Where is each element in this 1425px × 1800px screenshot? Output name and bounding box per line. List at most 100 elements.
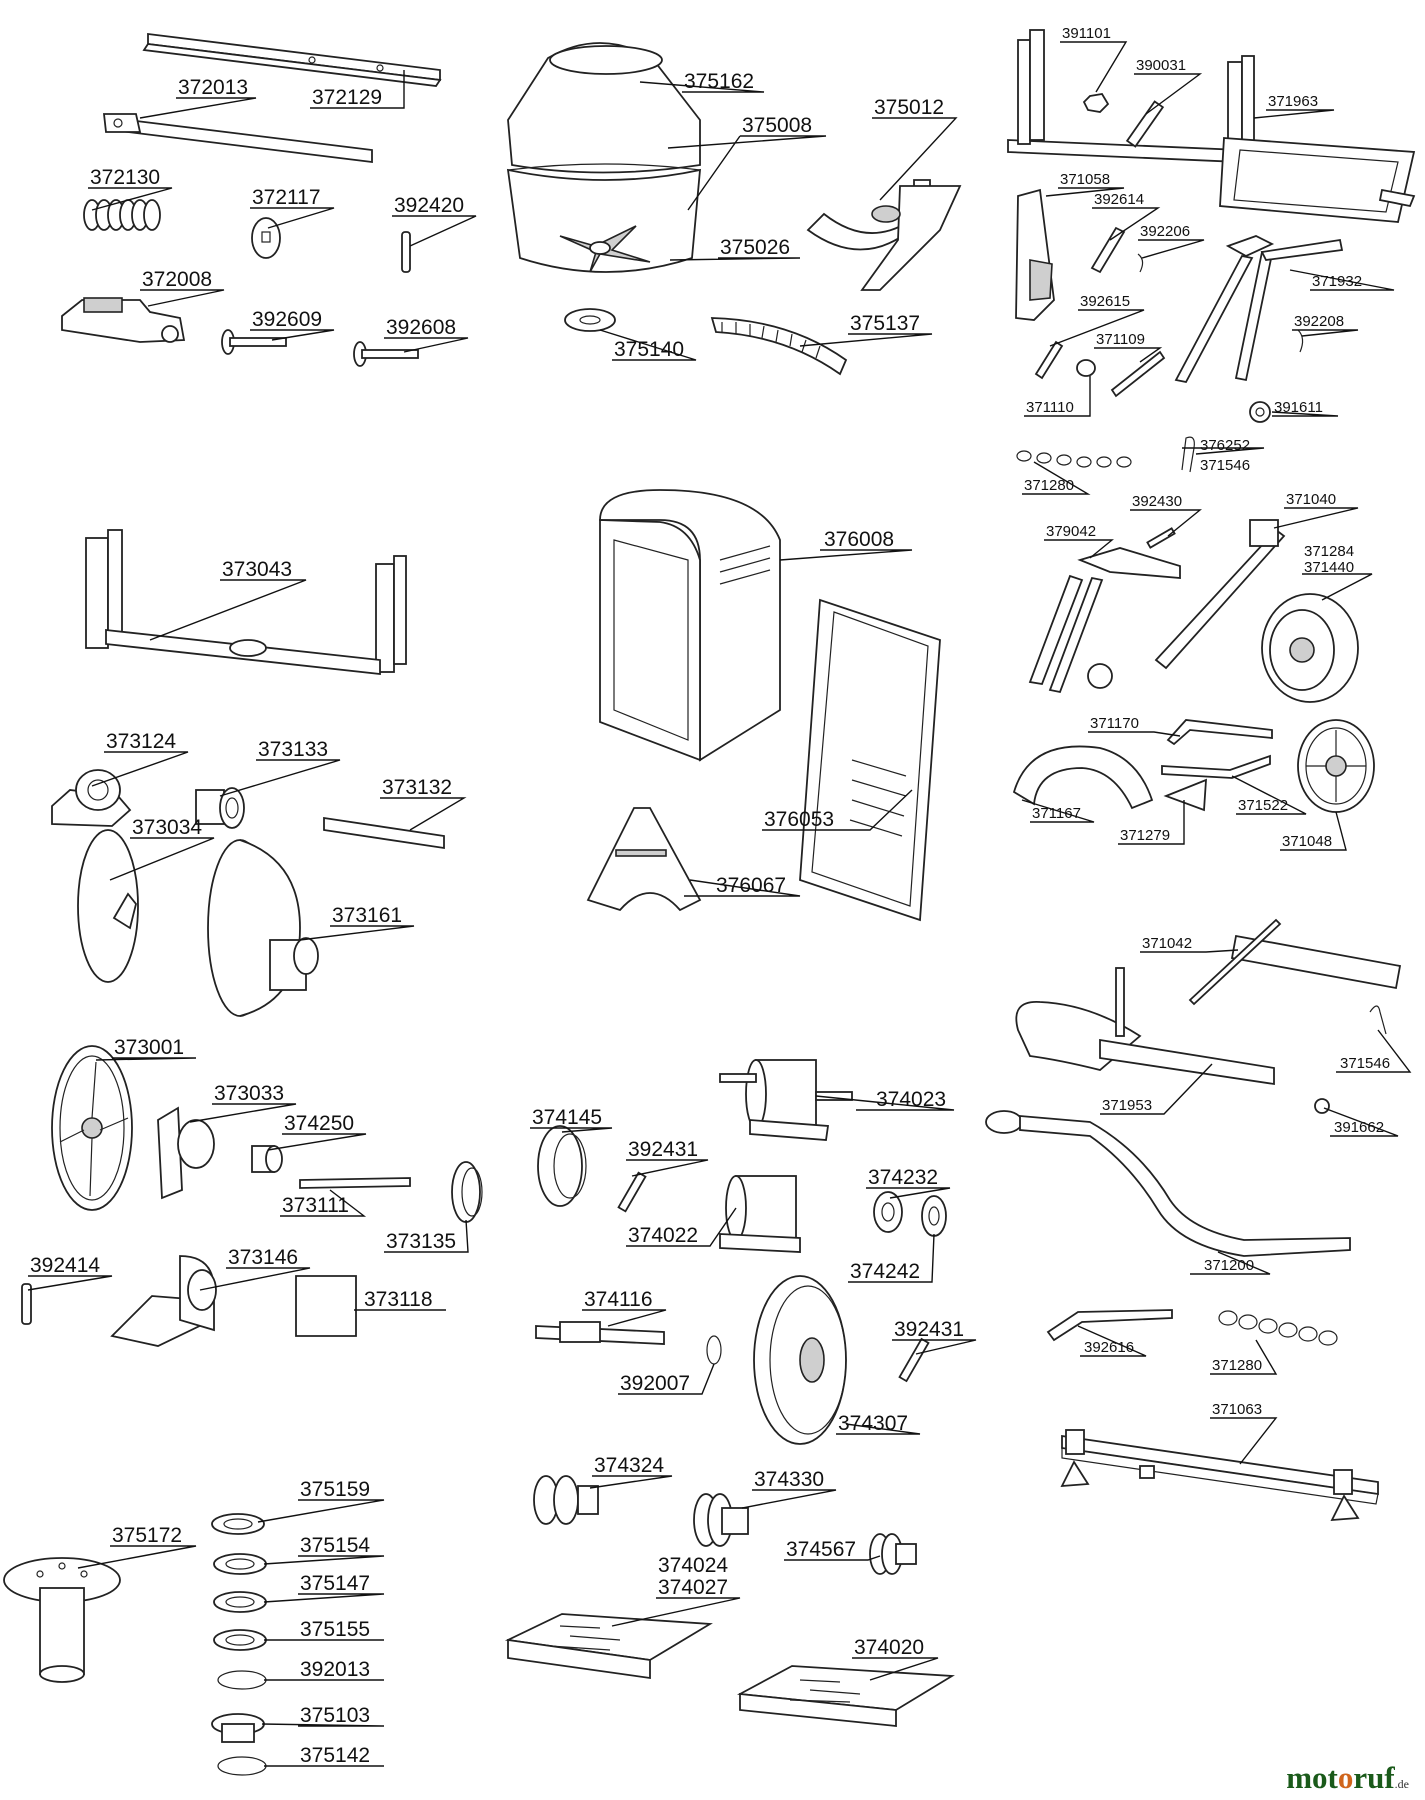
label-374024: 374024 xyxy=(658,1554,728,1577)
circlip-375142 xyxy=(217,1756,267,1776)
label-375026: 375026 xyxy=(720,236,790,259)
shaft-373132 xyxy=(323,816,445,850)
label-374027: 374027 xyxy=(658,1576,728,1599)
label-374145: 374145 xyxy=(532,1106,602,1129)
plate-374020 xyxy=(736,1665,955,1727)
leg-371058 xyxy=(1015,188,1055,321)
label-374307: 374307 xyxy=(838,1412,908,1435)
flange-375140 xyxy=(564,308,616,332)
label-373133: 373133 xyxy=(258,738,328,761)
plate-374024 xyxy=(504,1613,713,1680)
label-392206: 392206 xyxy=(1140,223,1190,240)
label-392013: 392013 xyxy=(300,1658,370,1681)
label-392616: 392616 xyxy=(1084,1339,1134,1356)
label-371040: 371040 xyxy=(1286,491,1336,508)
label-374020: 374020 xyxy=(854,1636,924,1659)
part-labels: 372013 372129 372130 372117 392420 37200… xyxy=(30,25,1390,1767)
pin-392615 xyxy=(1034,340,1064,380)
label-374567: 374567 xyxy=(786,1538,856,1561)
label-373135: 373135 xyxy=(386,1230,456,1253)
label-375154: 375154 xyxy=(300,1534,370,1557)
label-371109: 371109 xyxy=(1096,331,1145,348)
bracket-371522 xyxy=(1161,754,1271,779)
drawbar-upper xyxy=(142,32,442,87)
label-374242: 374242 xyxy=(850,1260,920,1283)
label-371280-b: 371280 xyxy=(1212,1357,1262,1374)
wheel-371440 xyxy=(1261,593,1359,703)
brand-suffix: .de xyxy=(1394,1777,1409,1791)
pin-392430 xyxy=(1146,527,1176,549)
label-391662: 391662 xyxy=(1334,1119,1384,1136)
label-371200: 371200 xyxy=(1204,1257,1254,1274)
stand-373043 xyxy=(85,529,407,676)
label-372013: 372013 xyxy=(178,76,248,99)
pulley-374330 xyxy=(693,1493,749,1547)
wheel-371048 xyxy=(1297,719,1375,813)
hub-371284 xyxy=(1087,663,1113,689)
bolt-392608 xyxy=(353,341,419,367)
label-371546-a: 371546 xyxy=(1200,457,1250,474)
label-392609: 392609 xyxy=(252,308,322,331)
panel-376053 xyxy=(799,598,941,922)
rod-371109 xyxy=(1110,350,1166,398)
gearbox-374023 xyxy=(719,1059,853,1141)
clip-392206 xyxy=(1137,253,1144,273)
coupler-372008 xyxy=(61,297,186,343)
label-375140: 375140 xyxy=(614,338,684,361)
brand-part-b: ruf xyxy=(1353,1760,1395,1795)
mixing-drum xyxy=(506,42,702,273)
label-371953: 371953 xyxy=(1102,1097,1152,1114)
bolt-371110 xyxy=(1076,359,1096,377)
pin-392420 xyxy=(401,231,411,273)
pulley-374324 xyxy=(533,1475,599,1525)
gearbox-374022 xyxy=(719,1175,801,1253)
label-371170: 371170 xyxy=(1090,715,1139,732)
label-373034: 373034 xyxy=(132,816,202,839)
chain-371280b xyxy=(1218,1310,1338,1346)
label-392208: 392208 xyxy=(1294,313,1344,330)
label-375142: 375142 xyxy=(300,1744,370,1767)
a-frame-371932 xyxy=(1174,235,1344,384)
label-391101: 391101 xyxy=(1062,25,1111,42)
fender-371167 xyxy=(1012,745,1154,810)
crossbar-371063 xyxy=(1060,1429,1379,1522)
bushing-375103 xyxy=(211,1713,265,1743)
spring-372130 xyxy=(83,199,161,231)
label-373111: 373111 xyxy=(282,1194,349,1217)
label-392430: 392430 xyxy=(1132,493,1182,510)
label-373124: 373124 xyxy=(106,730,176,753)
r-clip-371546 xyxy=(1369,1005,1387,1035)
turntable-375172 xyxy=(3,1557,121,1683)
label-374023: 374023 xyxy=(876,1088,946,1111)
bearing-375155 xyxy=(213,1629,267,1651)
label-392615: 392615 xyxy=(1080,293,1130,310)
label-373118: 373118 xyxy=(364,1288,433,1311)
label-392431-b: 392431 xyxy=(894,1318,964,1341)
bearing-375147 xyxy=(213,1591,267,1613)
label-371279: 371279 xyxy=(1120,827,1170,844)
label-375012: 375012 xyxy=(874,96,944,119)
chain-371280 xyxy=(1016,450,1132,468)
label-371063: 371063 xyxy=(1212,1401,1262,1418)
label-392431-a: 392431 xyxy=(628,1138,698,1161)
label-390031: 390031 xyxy=(1136,57,1186,74)
label-391611: 391611 xyxy=(1274,399,1323,416)
axle-371040 xyxy=(1154,519,1286,670)
label-373146: 373146 xyxy=(228,1246,298,1269)
bushing-374250 xyxy=(251,1145,283,1173)
label-373033: 373033 xyxy=(214,1082,284,1105)
pin-392614 xyxy=(1090,226,1126,274)
label-373132: 373132 xyxy=(382,776,452,799)
label-371284: 371284 xyxy=(1304,543,1354,560)
label-376053: 376053 xyxy=(764,808,834,831)
bracket-371170 xyxy=(1166,719,1273,746)
yoke-375012 xyxy=(806,179,962,291)
label-392414: 392414 xyxy=(30,1254,100,1277)
bolt-390031 xyxy=(1125,100,1165,148)
housing-373161 xyxy=(207,839,319,1017)
hood-376008 xyxy=(599,489,781,762)
leader-lines xyxy=(27,41,1412,1767)
label-375147: 375147 xyxy=(300,1572,370,1595)
label-371522: 371522 xyxy=(1238,797,1288,814)
